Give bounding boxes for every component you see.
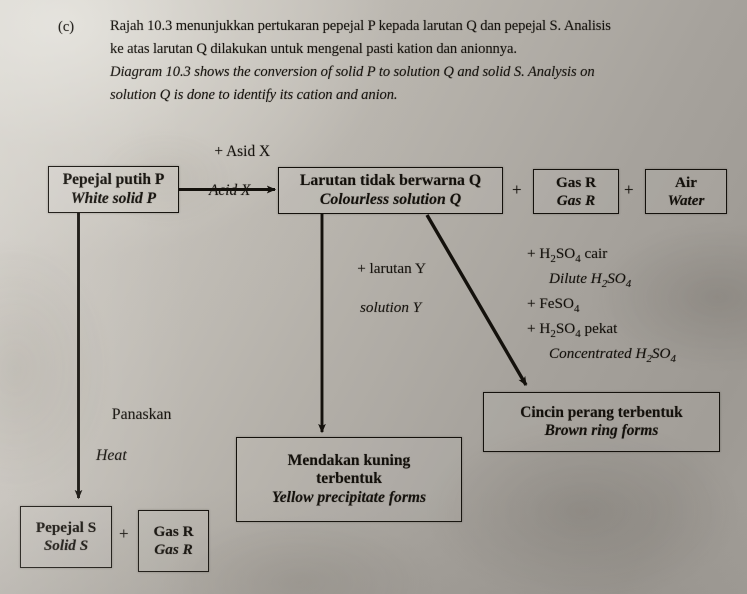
box-solid-s-malay: Pepejal S: [35, 519, 97, 537]
label-heat: Panaskan Heat: [96, 385, 171, 506]
plus-sign-after-gas-r: +: [624, 180, 634, 199]
label-acid-x: + Asid X Acid X: [199, 122, 270, 240]
reagent-line-2: Dilute H2SO4: [549, 270, 632, 291]
label-heat-english: Heat: [96, 446, 127, 464]
label-acid-x-english: Acid X: [209, 182, 251, 200]
box-brown-ring-malay: Cincin perang terbentuk: [520, 403, 683, 421]
plus-sign-after-solid-s: +: [119, 524, 129, 543]
box-colourless-solution-q-english: Colourless solution Q: [319, 190, 462, 208]
box-water-malay: Air: [675, 173, 697, 191]
label-heat-malay: Panaskan: [111, 406, 172, 424]
box-solid-s-english: Solid S: [43, 537, 89, 554]
reagent-line-1: + H2SO4 cair: [527, 245, 608, 266]
label-solution-y-malay: + larutan Y: [357, 260, 426, 278]
question-label: (c): [58, 19, 75, 35]
reagent-line-5: Concentrated H2SO4: [549, 345, 676, 366]
question-text-line-3: Diagram 10.3 shows the conversion of sol…: [110, 64, 595, 80]
question-text-line-2: ke atas larutan Q dilakukan untuk mengen…: [110, 41, 517, 57]
question-text-line-1: Rajah 10.3 menunjukkan pertukaran pepeja…: [110, 18, 611, 34]
box-gas-r-top-english: Gas R: [556, 191, 596, 209]
box-white-solid-p-malay: Pepejal putih P: [62, 171, 165, 189]
label-solution-y: + larutan Y solution Y: [342, 240, 426, 357]
box-gas-r-bottom-malay: Gas R: [153, 523, 194, 541]
box-gas-r-top[interactable]: Gas R Gas R: [533, 169, 619, 214]
reagent-line-3: + FeSO4: [527, 295, 580, 316]
question-text-line-4: solution Q is done to identify its catio…: [110, 87, 398, 103]
box-brown-ring[interactable]: Cincin perang terbentuk Brown ring forms: [483, 392, 720, 452]
box-brown-ring-english: Brown ring forms: [544, 422, 659, 439]
box-solid-s[interactable]: Pepejal S Solid S: [20, 506, 112, 568]
box-gas-r-bottom[interactable]: Gas R Gas R: [138, 510, 209, 572]
arrow-q-to-brown-ring: [425, 214, 528, 387]
box-yellow-precipitate[interactable]: Mendakan kuning terbentuk Yellow precipi…: [236, 437, 462, 522]
box-colourless-solution-q-malay: Larutan tidak berwarna Q: [299, 171, 482, 189]
box-yellow-precipitate-malay-line-1: Mendakan kuning: [287, 451, 411, 469]
box-white-solid-p-english: White solid P: [70, 189, 157, 207]
box-water-english: Water: [667, 191, 705, 209]
box-yellow-precipitate-english: Yellow precipitate forms: [271, 488, 427, 506]
reagent-line-4: + H2SO4 pekat: [527, 320, 618, 341]
label-solution-y-english: solution Y: [360, 299, 422, 317]
box-yellow-precipitate-malay-line-2: terbentuk: [316, 470, 382, 488]
box-colourless-solution-q[interactable]: Larutan tidak berwarna Q Colourless solu…: [278, 167, 503, 214]
box-white-solid-p[interactable]: Pepejal putih P White solid P: [48, 166, 179, 213]
box-gas-r-top-malay: Gas R: [555, 173, 597, 191]
box-water[interactable]: Air Water: [645, 169, 727, 214]
label-acid-x-malay: + Asid X: [214, 142, 271, 160]
plus-sign-after-solution-q: +: [512, 180, 522, 199]
box-gas-r-bottom-english: Gas R: [154, 541, 193, 558]
